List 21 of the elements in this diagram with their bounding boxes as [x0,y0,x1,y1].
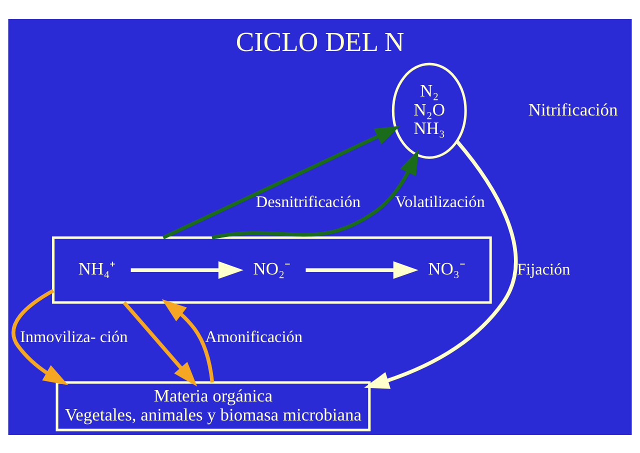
node-box: Materia orgánica Vegetales, animales y biomasa microbiana [56,380,371,431]
arrow [12,288,68,385]
arrow [122,300,198,386]
edge-label: Fijación [517,260,570,278]
node-text: NO₂⁻ [253,258,291,278]
diagram-title: CICLO DEL N [236,26,404,56]
node-ellipse: N₂ N₂O NH₃ [392,62,467,158]
arrow [162,125,400,239]
edge-label: Volatilización [395,192,485,210]
node-text: NO₃⁻ [428,258,466,278]
edge-label: Desnitrificación [256,192,360,210]
cluster [52,236,492,304]
arrow [306,260,418,278]
node-text: NH₄⁺ [78,258,116,278]
edge-label: Amonificación [205,327,303,346]
arrow [212,149,419,239]
arrow [162,298,214,382]
arrow [364,140,518,388]
arrow [130,260,244,278]
label: Nitrificación [528,98,618,119]
edge-label: Inmoviliza- ción [20,327,128,346]
